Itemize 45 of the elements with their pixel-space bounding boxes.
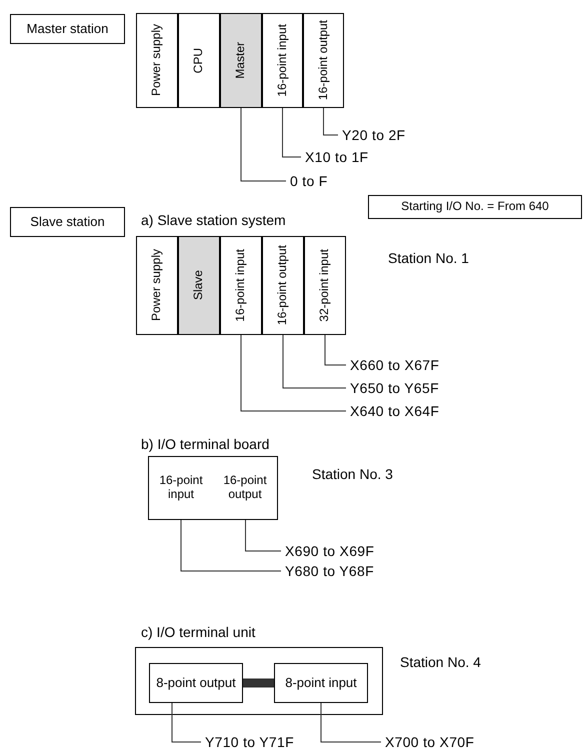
leader-line [323, 108, 338, 136]
address-range: X690 to X69F [285, 542, 415, 560]
section-heading: c) I/O terminal unit [141, 624, 256, 640]
module-slot: Power supply [136, 13, 178, 108]
leader-line [240, 108, 286, 182]
module-slot: 32-point input [304, 236, 346, 335]
module-box: 8-point input [274, 663, 368, 703]
station-number: Station No. 3 [312, 466, 393, 482]
address-range: X700 to X70F [385, 733, 515, 751]
station-number: Station No. 1 [388, 250, 469, 266]
module-slot: 16-point output [262, 236, 304, 335]
leader-line [320, 702, 382, 742]
module-slot: 16-point input [220, 236, 262, 335]
module-slot: Slave [178, 236, 220, 335]
section-heading: a) Slave station system [141, 212, 286, 228]
address-range: Y680 to Y68F [285, 562, 415, 580]
station-number: Station No. 4 [400, 654, 481, 670]
address-range: X660 to X67F [350, 356, 480, 374]
leader-line [172, 702, 202, 742]
leader-line [282, 334, 346, 388]
terminal-unit-box [135, 647, 383, 715]
leader-line [240, 334, 346, 412]
leader-line [180, 520, 282, 572]
address-range: Y20 to 2F [342, 126, 462, 144]
station-label: Master station [10, 14, 125, 44]
address-range: Y710 to Y71F [205, 733, 335, 751]
address-range: 0 to F [290, 172, 410, 190]
leader-line [324, 334, 346, 366]
module-slot: Master [220, 13, 262, 108]
note-box: Starting I/O No. = From 640 [368, 195, 582, 219]
module-section: 16-point input [148, 456, 214, 520]
module-slot: 16-point input [262, 13, 303, 108]
module-slot: Power supply [136, 236, 178, 335]
section-heading: b) I/O terminal board [141, 436, 270, 452]
address-range: Y650 to Y65F [350, 379, 480, 397]
leader-line [245, 520, 282, 552]
leader-line [282, 108, 302, 158]
module-slot: 16-point output [303, 13, 344, 108]
connection-bar [243, 678, 274, 688]
module-box: 8-point output [149, 663, 243, 703]
module-section: 16-point output [213, 456, 278, 520]
station-label: Slave station [10, 207, 125, 237]
address-range: X640 to X64F [350, 402, 480, 420]
module-slot: CPU [178, 13, 220, 108]
address-range: X10 to 1F [305, 148, 425, 166]
